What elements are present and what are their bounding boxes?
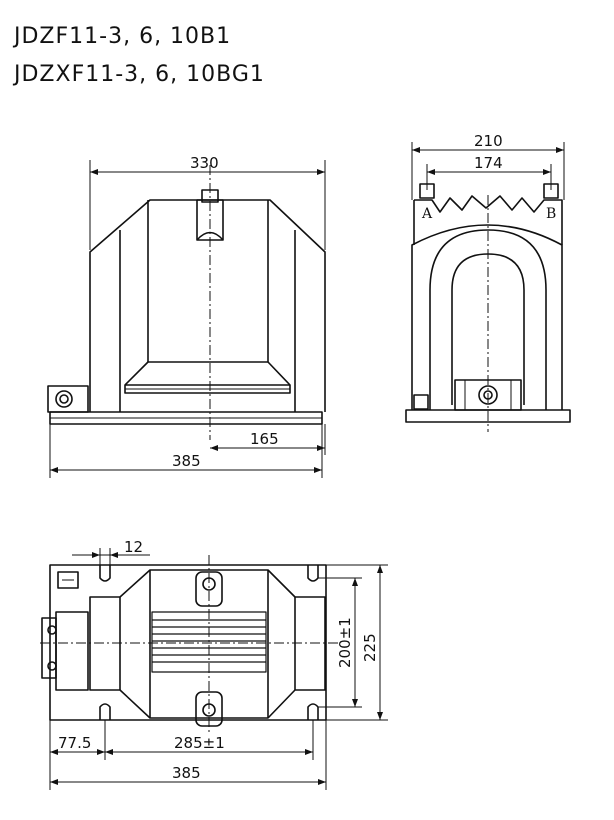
side-view [405, 142, 571, 432]
dim-225-label: 225 [361, 633, 379, 662]
dim-200-label: 200±1 [336, 617, 354, 668]
slot-bottom-right [307, 703, 319, 720]
dim-77-5-label: 77.5 [58, 734, 91, 752]
top-view [40, 548, 388, 790]
top-body-outline [89, 569, 326, 719]
top-ground-box [57, 571, 79, 589]
front-view [47, 160, 326, 478]
dim-285-label: 285±1 [174, 734, 225, 752]
dim-330-label: 330 [190, 154, 219, 172]
side-body-outline [411, 224, 563, 410]
side-serrated-top [414, 195, 563, 245]
dim-385-front-label: 385 [172, 452, 201, 470]
model-title-line-1: JDZF11-3, 6, 10B1 [14, 24, 232, 49]
dim-165-label: 165 [250, 430, 279, 448]
slot-bottom-left [99, 703, 111, 720]
side-ground-terminal [413, 394, 429, 410]
dimension-arrowheads [50, 147, 564, 785]
dim-385-top-label: 385 [172, 764, 201, 782]
terminal-b-label: B [546, 206, 556, 222]
slot-top-right [307, 565, 319, 582]
front-body-outline [89, 199, 326, 412]
front-terminal-bolt [55, 390, 73, 408]
terminal-a-label: A [421, 206, 433, 222]
dim-210-label: 210 [474, 132, 503, 150]
slot-top-left [99, 565, 111, 582]
side-arch-outer [429, 229, 547, 410]
model-title-line-2: JDZXF11-3, 6, 10BG1 [14, 62, 265, 87]
front-terminal-box [47, 385, 89, 413]
dim-12-label: 12 [124, 538, 143, 556]
dim-174-label: 174 [474, 154, 503, 172]
